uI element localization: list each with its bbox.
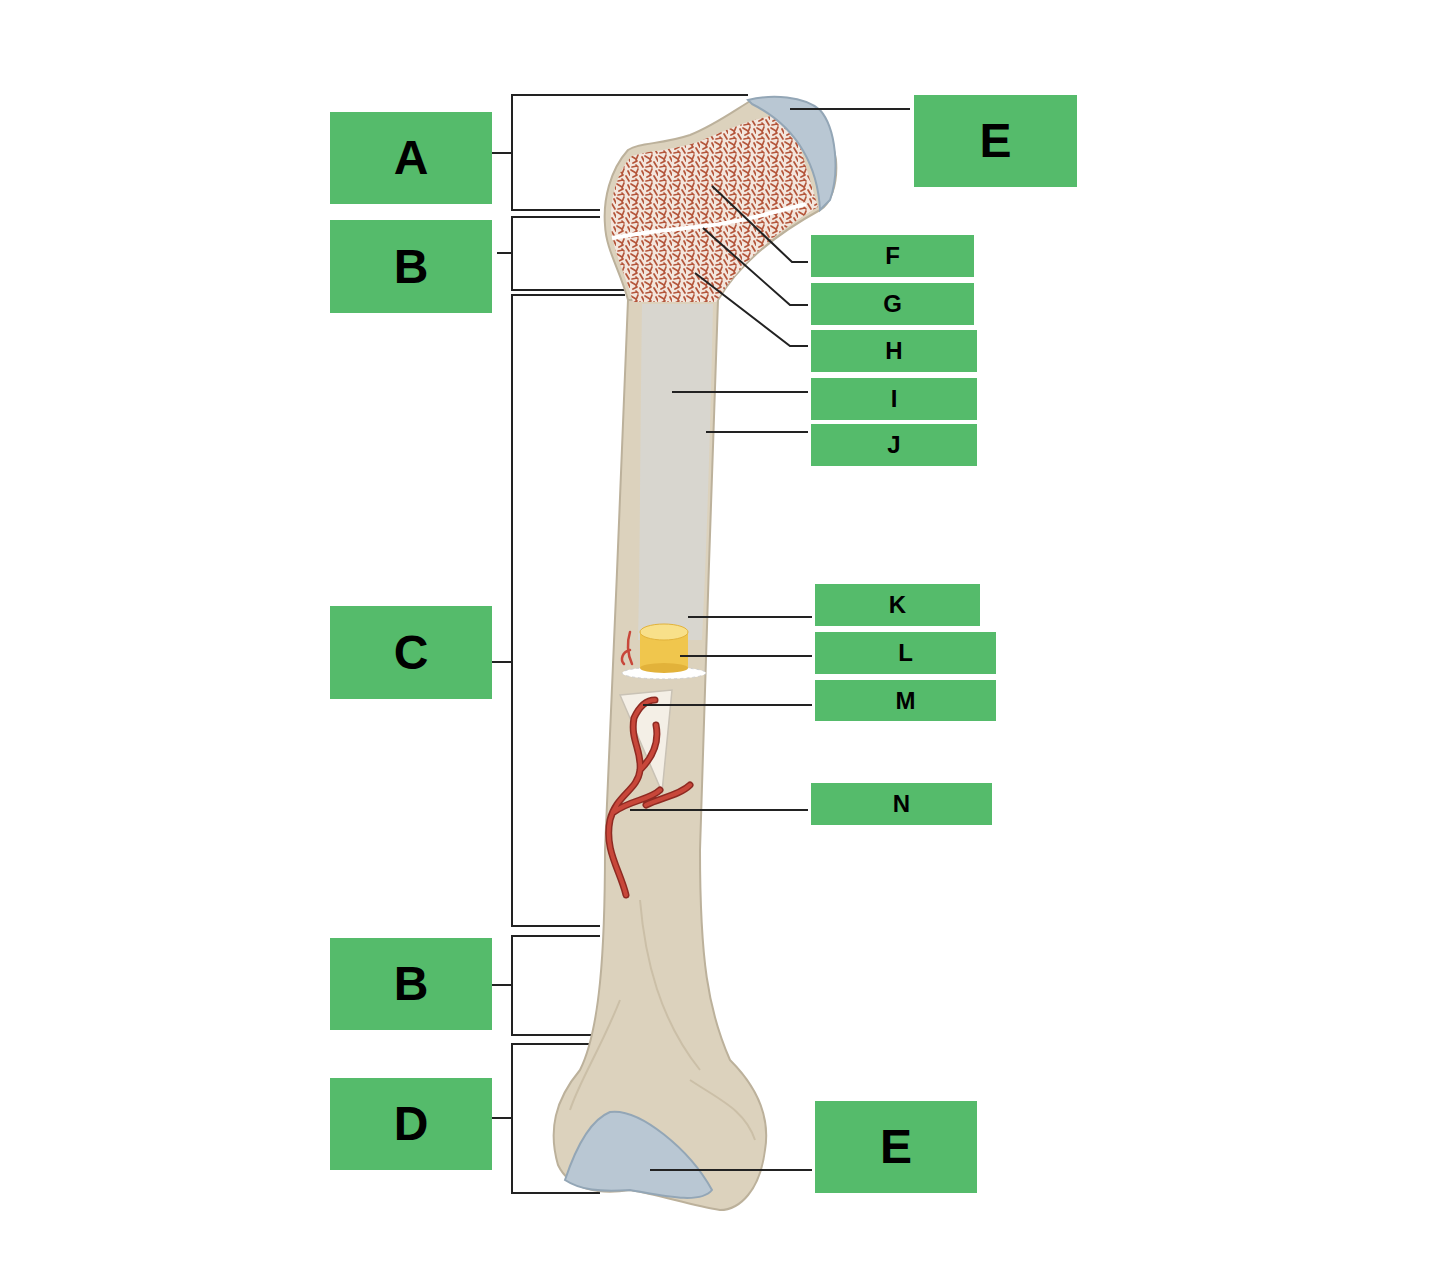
part-label-box: G (811, 283, 974, 325)
region-label-box: E (815, 1101, 977, 1193)
region-label-box: D (330, 1078, 492, 1170)
callout-letter: M (896, 689, 916, 713)
callout-letter: B (394, 243, 429, 291)
callout-letter: B (394, 960, 429, 1008)
region-label-box: E (914, 95, 1077, 187)
region-label-box: C (330, 606, 492, 699)
part-label-box: K (815, 584, 980, 626)
part-label-box: N (811, 783, 992, 825)
region-label-box: B (330, 220, 492, 313)
callout-letter: N (893, 792, 910, 816)
region-label-box: A (330, 112, 492, 204)
callout-letter: I (891, 387, 898, 411)
part-label-box: J (811, 424, 977, 466)
callout-letter: J (887, 433, 900, 457)
part-label-box: M (815, 680, 996, 721)
callout-letter: E (979, 117, 1011, 165)
part-label-box: I (811, 378, 977, 420)
region-label-box: B (330, 938, 492, 1030)
callout-letter: K (889, 593, 906, 617)
callout-letter: G (883, 292, 902, 316)
callout-letter: C (394, 629, 429, 677)
callout-letter: A (394, 134, 429, 182)
callout-letter: D (394, 1100, 429, 1148)
part-label-box: F (811, 235, 974, 277)
part-label-box: L (815, 632, 996, 674)
callout-letter: H (885, 339, 902, 363)
callout-letter: F (885, 244, 900, 268)
callout-letter: L (898, 641, 913, 665)
part-label-box: H (811, 330, 977, 372)
callout-letter: E (880, 1123, 912, 1171)
